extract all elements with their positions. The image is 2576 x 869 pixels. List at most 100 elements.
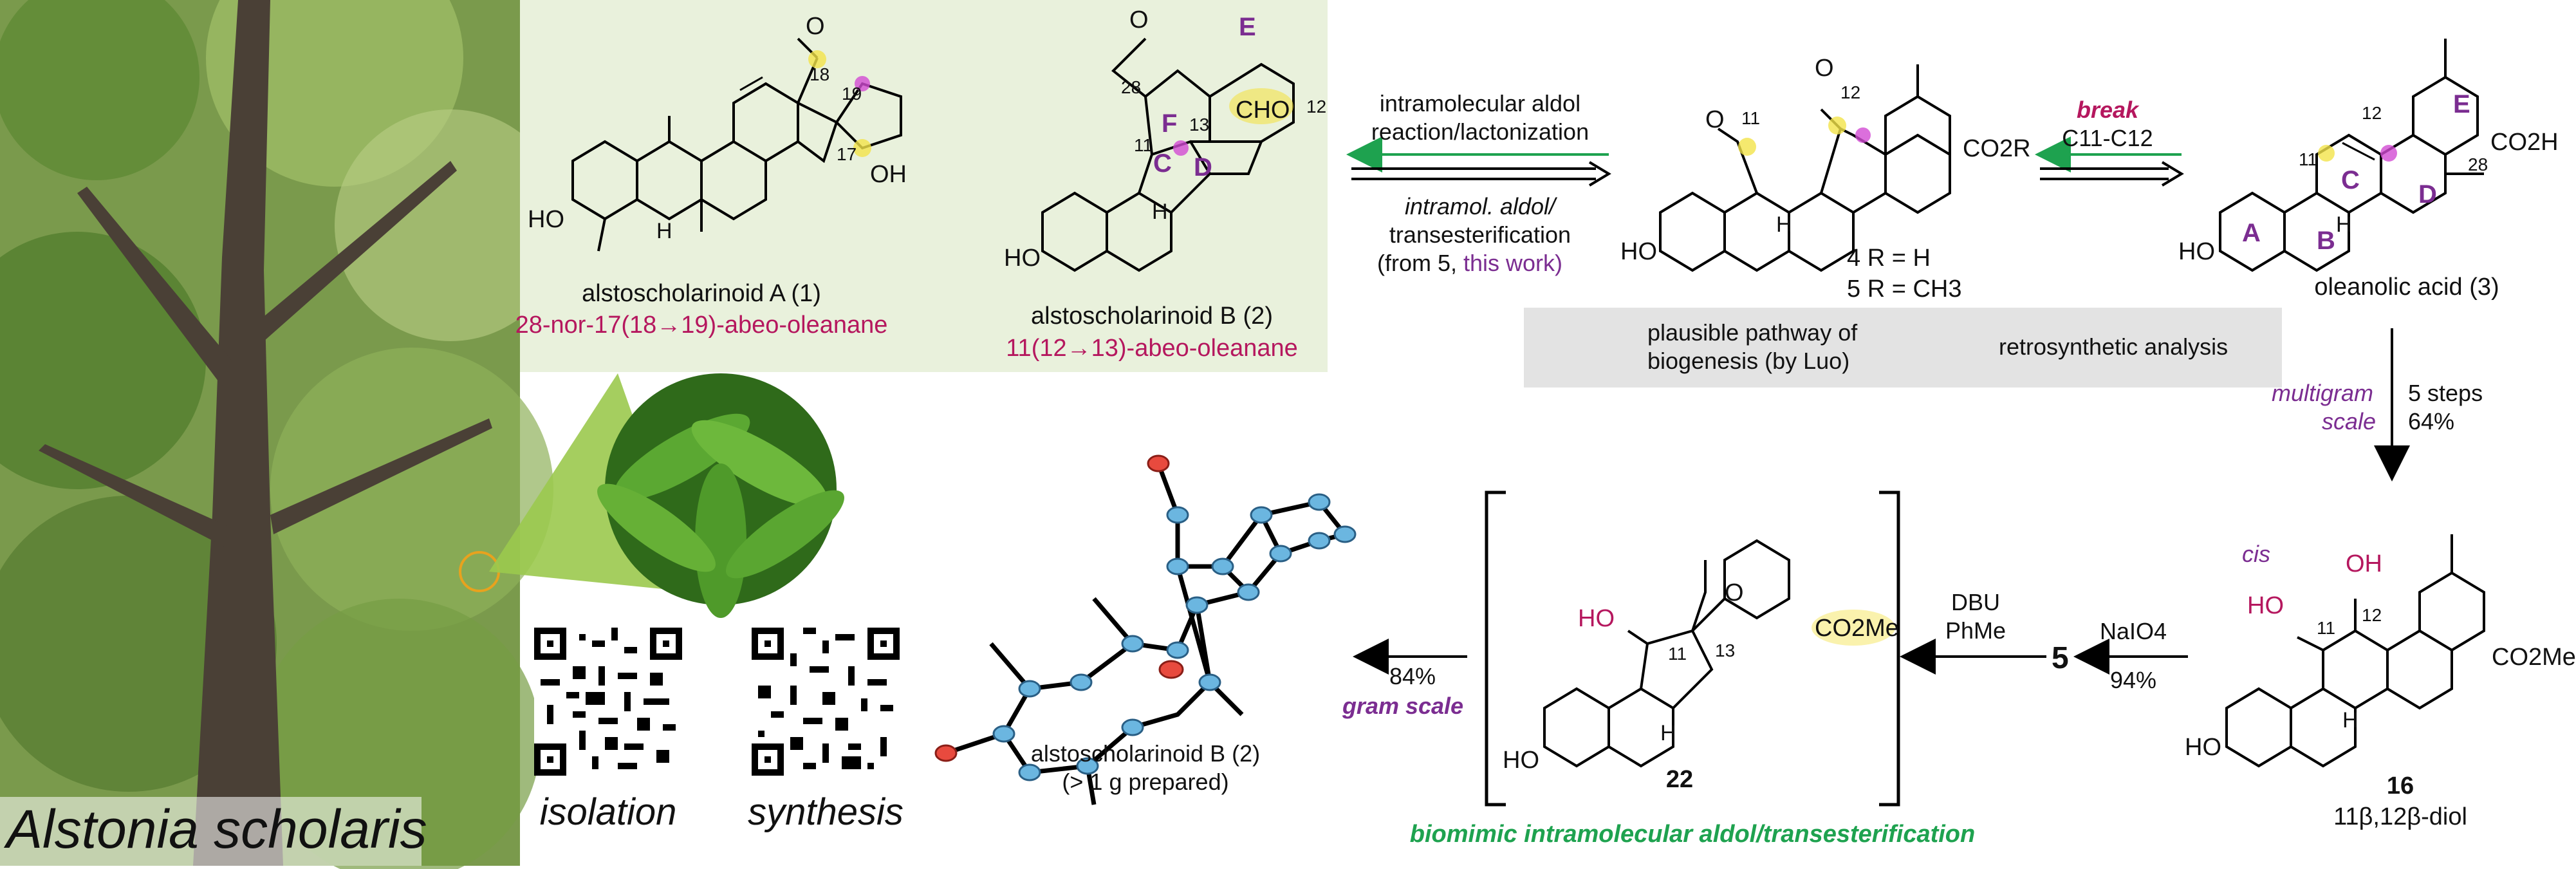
- gram-scale-label: gram scale: [1342, 693, 1464, 719]
- compound-2-skeleton: 11(12→13)-abeo-oleanane: [1006, 335, 1298, 362]
- c22-ketone-o: O: [1725, 579, 1744, 606]
- c16-label-11: 11: [2317, 618, 2336, 638]
- c3-label-28: 28: [2468, 154, 2488, 174]
- break-label: break: [2076, 97, 2139, 123]
- c45-label-12: 12: [1840, 82, 1861, 102]
- naio4-reagent: NaIO4: [2099, 618, 2167, 644]
- cho-highlight: [1229, 88, 1293, 124]
- c2-label-12: 12: [1306, 97, 1327, 117]
- c2-ring-d: D: [1194, 153, 1212, 182]
- compound-45-structure: [1659, 64, 1951, 272]
- compound-16-name: 11β,12β-diol: [2333, 803, 2467, 830]
- c1-label-17: 17: [837, 144, 857, 164]
- xray-note: (> 1 g prepared): [1062, 769, 1229, 795]
- retro-arrow-top: [1588, 161, 1611, 187]
- compound-16-id: 16: [2386, 772, 2414, 799]
- qr-code-synthesis[interactable]: [752, 628, 900, 776]
- legend-green-line1: plausible pathway of: [1647, 319, 1858, 346]
- compound-1-name: alstoscholarinoid A (1): [582, 280, 821, 307]
- biomimic-caption: biomimic intramolecular aldol/transester…: [1409, 821, 1976, 848]
- c19-highlight: [855, 76, 870, 91]
- c16-cis: cis: [2242, 541, 2270, 567]
- c22-label-13: 13: [1715, 640, 1736, 660]
- steps-yield: 64%: [2408, 408, 2455, 434]
- c16-co2me: CO2Me: [2492, 644, 2576, 671]
- c45-label-11: 11: [1741, 108, 1761, 128]
- c1-ho: HO: [528, 206, 564, 233]
- compound-4-label: 4 R = H: [1847, 245, 1931, 272]
- caption-backdrop: [0, 797, 422, 866]
- xray-compound-name: alstoscholarinoid B (2): [1030, 740, 1261, 767]
- tree-illustration: [0, 0, 566, 869]
- top-arrow-line5: (from 5, this work): [1377, 250, 1563, 276]
- c11-highlight-3: [2318, 145, 2335, 162]
- xray-structure: [934, 454, 1357, 805]
- c3-ring-a: A: [2242, 219, 2261, 247]
- compound-5-ref: 5: [2052, 641, 2069, 675]
- legend-box: [1524, 308, 2282, 388]
- c2-label-13: 13: [1189, 115, 1210, 135]
- c45-o1: O: [1705, 106, 1725, 133]
- c1-h: H: [656, 219, 672, 243]
- qr-label-synthesis: synthesis: [748, 791, 903, 833]
- c3-ring-b: B: [2317, 227, 2335, 255]
- c2-ring-f: F: [1162, 109, 1178, 138]
- c12-highlight-3: [2380, 145, 2397, 162]
- scale-label: scale: [2322, 408, 2377, 434]
- c2-h: H: [1152, 200, 1168, 224]
- c3-ring-d: D: [2418, 180, 2437, 209]
- c22-ho-3: HO: [1503, 747, 1539, 774]
- c45-o2: O: [1815, 55, 1834, 82]
- c16-label-12: 12: [2362, 605, 2382, 625]
- compound-16-structure: [2225, 534, 2485, 768]
- compound-2-structure: [1041, 37, 1295, 272]
- c13-highlight-45: [1855, 127, 1871, 143]
- c16-ho-11: HO: [2247, 592, 2284, 619]
- c3-label-12: 12: [2362, 103, 2382, 123]
- c2-ring-e: E: [1239, 13, 1256, 41]
- c3-ho: HO: [2178, 238, 2215, 265]
- c2-label-28: 28: [1121, 77, 1142, 97]
- qr-code-isolation[interactable]: [534, 628, 682, 776]
- natural-products-panel: [520, 0, 1328, 372]
- c22-ho-11: HO: [1578, 605, 1615, 632]
- c1-label-19: 19: [842, 84, 862, 104]
- compound-5-label: 5 R = CH3: [1847, 276, 1962, 303]
- tree-photo: [0, 0, 566, 869]
- c16-oh: OH: [2346, 550, 2382, 577]
- c16-h: H: [2342, 708, 2358, 733]
- legend-retro-text: retrosynthetic analysis: [1999, 333, 2229, 360]
- c2-label-11: 11: [1134, 135, 1153, 155]
- c1-oh: OH: [870, 161, 907, 188]
- c45-ho: HO: [1620, 238, 1657, 265]
- final-yield: 84%: [1389, 663, 1436, 689]
- c2-cho: CHO: [1236, 97, 1290, 124]
- c16-ho-3: HO: [2185, 734, 2221, 761]
- c1-ketone-o: O: [806, 13, 825, 40]
- c45-h: H: [1776, 212, 1792, 237]
- break-bond-label: C11-C12: [2062, 125, 2153, 151]
- multigram-label: multigram: [2272, 380, 2374, 406]
- co2me-highlight-22: [1812, 610, 1895, 646]
- species-caption: Alstonia scholaris: [6, 799, 427, 859]
- bracket-left: [1485, 491, 1506, 807]
- c3-ring-c: C: [2341, 166, 2360, 194]
- oleanolic-acid-structure: [2219, 39, 2484, 272]
- c22-h: H: [1660, 721, 1676, 745]
- retro-arrow-break: [2161, 161, 2184, 187]
- bracket-right: [1879, 491, 1900, 807]
- c18-highlight: [808, 50, 826, 68]
- c3-ring-e: E: [2453, 90, 2470, 118]
- c2-lactone-o: O: [1129, 6, 1149, 33]
- c11-highlight-45: [1738, 138, 1756, 156]
- c45-co2r: CO2R: [1963, 135, 2031, 162]
- compound-22-id: 22: [1665, 766, 1694, 793]
- c3-h: H: [2336, 212, 2352, 237]
- compound-2-name: alstoscholarinoid B (2): [1031, 303, 1273, 330]
- dbu-reagent: DBU: [1951, 589, 2001, 615]
- c2-ring-c: C: [1153, 149, 1172, 178]
- c12-highlight-45: [1828, 117, 1846, 135]
- c1-label-18: 18: [810, 64, 830, 84]
- oleanolic-acid-name: oleanolic acid (3): [2314, 274, 2499, 301]
